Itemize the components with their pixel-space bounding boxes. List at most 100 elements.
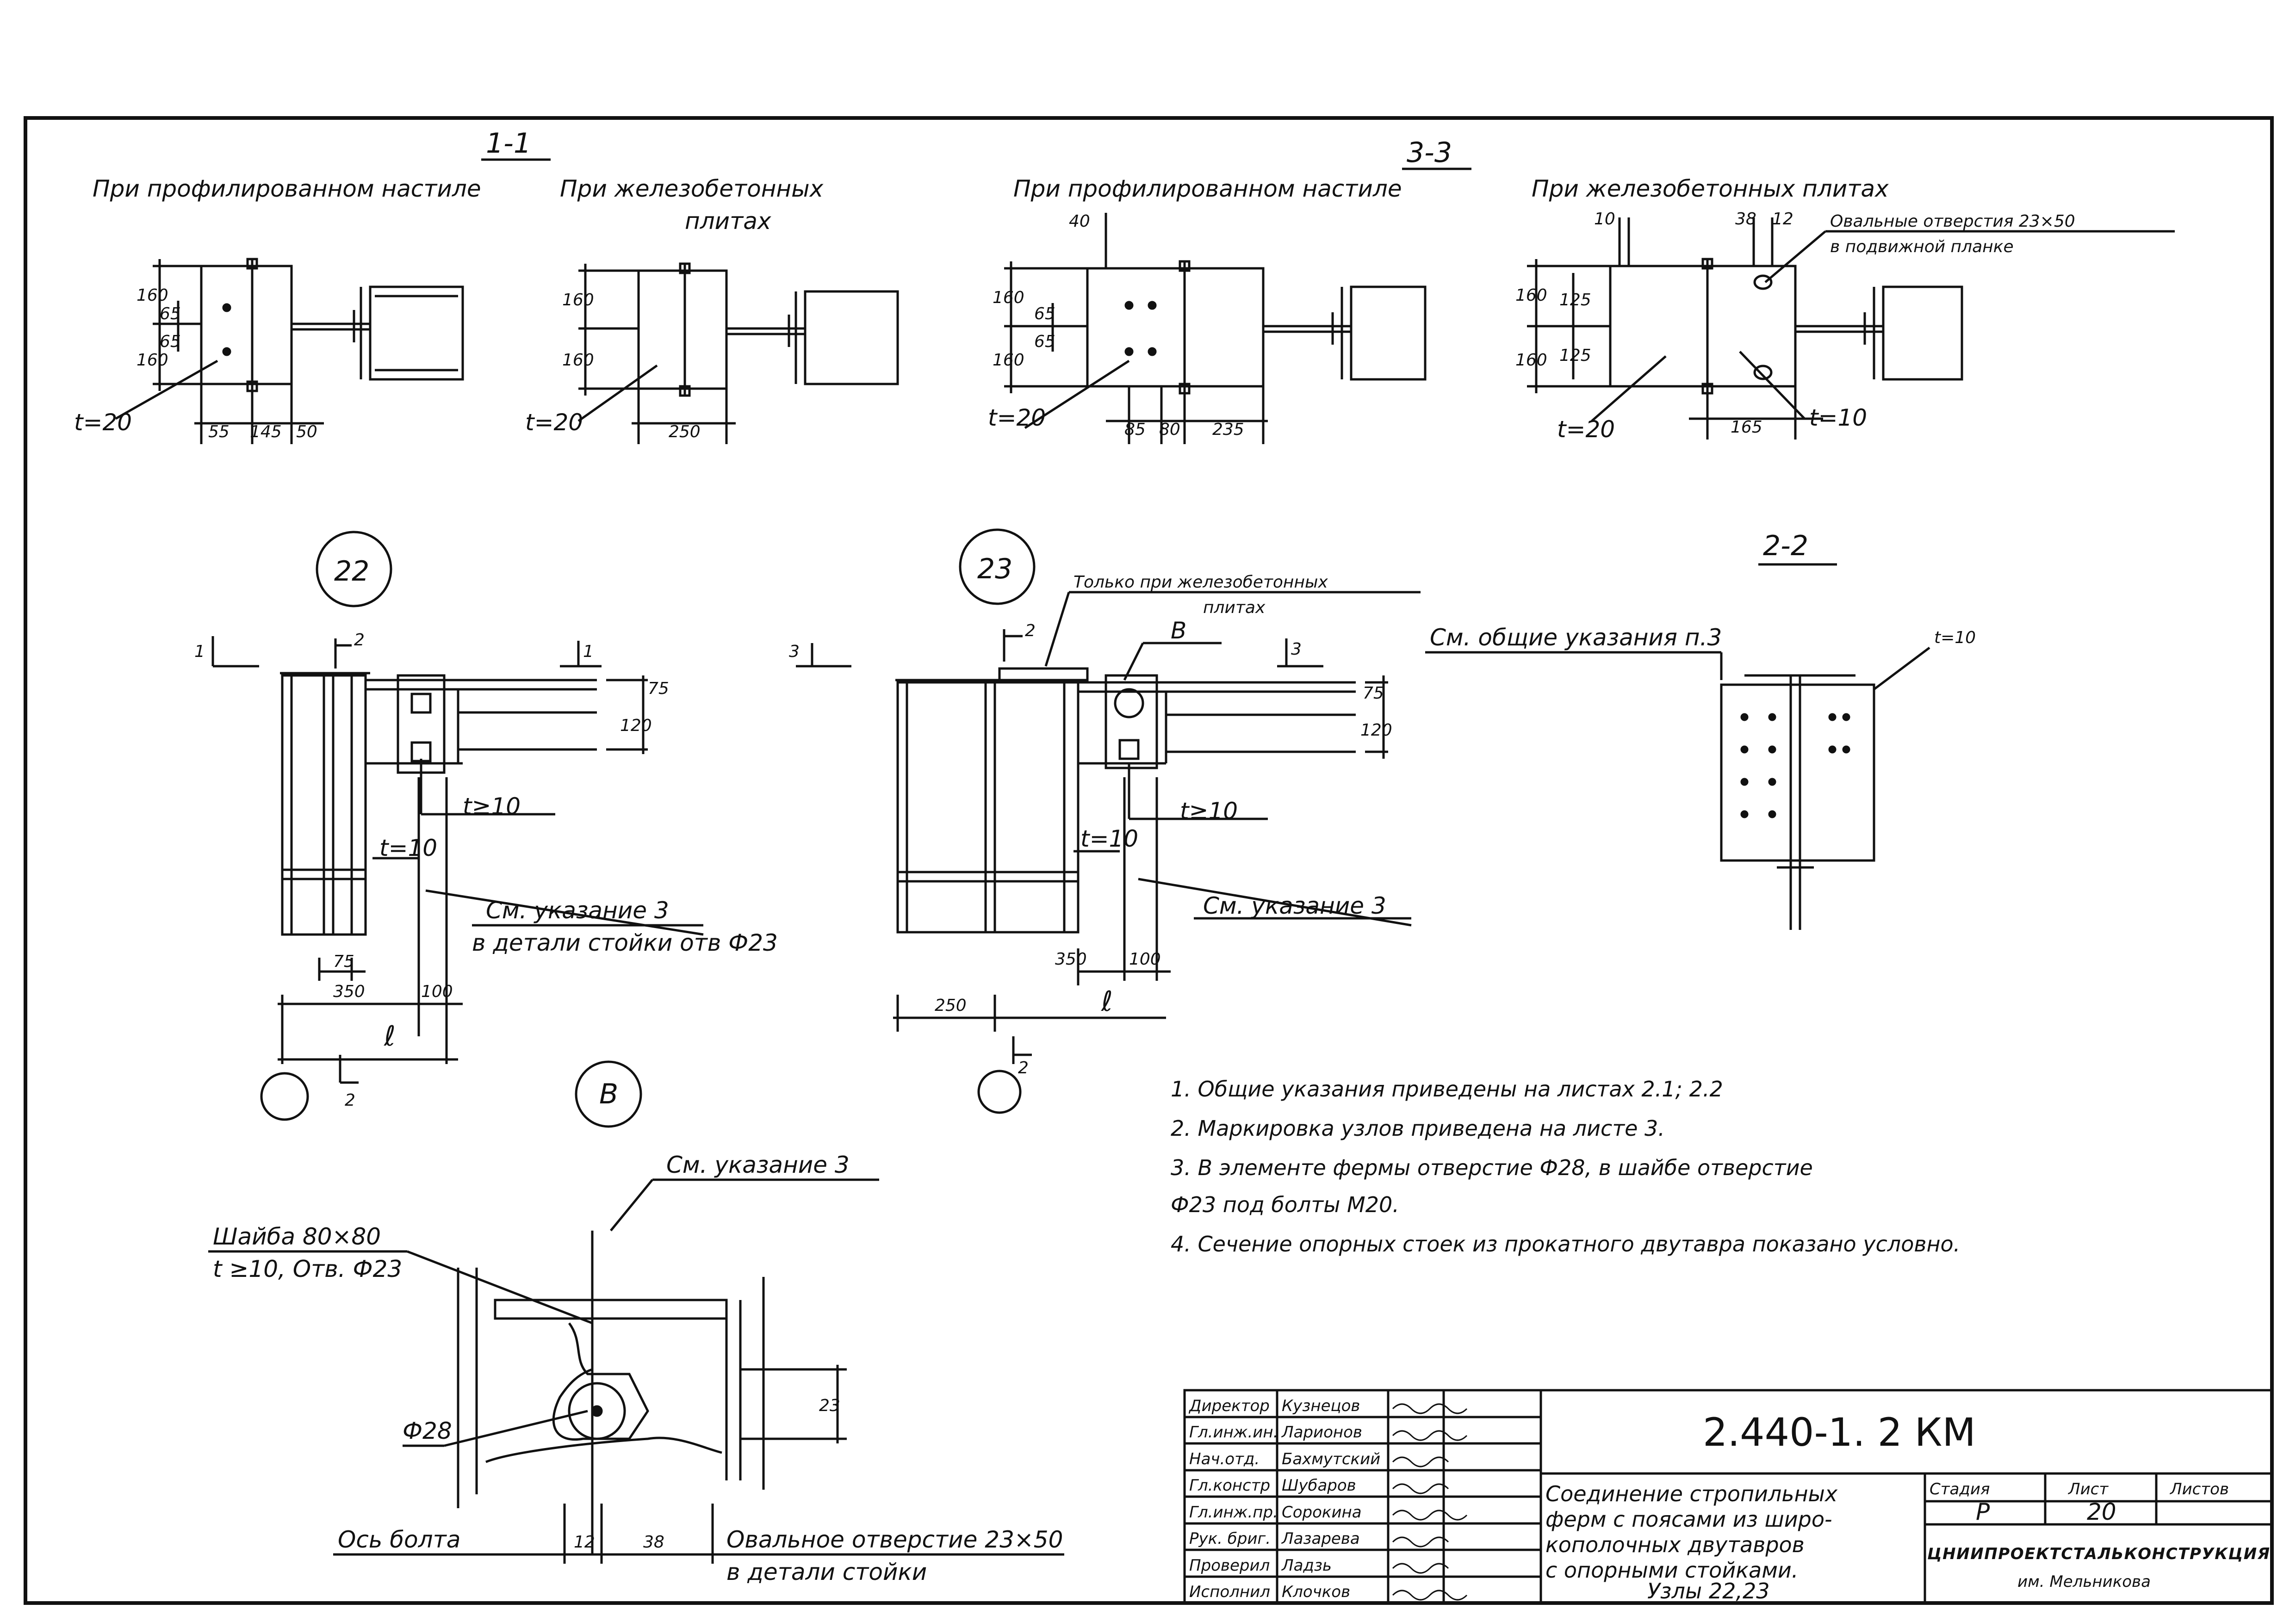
n23-bmark: В — [1171, 617, 1186, 644]
n22-dim-l: ℓ — [384, 1020, 396, 1052]
drawing-frame — [24, 116, 2274, 1605]
s33l-b2: 80 — [1159, 420, 1180, 439]
tb-stage: Р — [1976, 1498, 1990, 1525]
tb-role-0: Директор — [1188, 1397, 1270, 1415]
tb-role-4: Гл.инж.пр. — [1189, 1503, 1278, 1522]
s33r-top3: 12 — [1772, 210, 1793, 229]
note-3: 3. В элементе фермы отверстие Ф28, в шай… — [1171, 1155, 1813, 1180]
nb-dim-c: 38 — [643, 1533, 664, 1552]
node-23: 23 Только при железобетонных плитах В 3 … — [789, 528, 1421, 1114]
tb-org-1: ЦНИИПРОЕКТСТАЛЬКОНСТРУКЦИЯ — [1927, 1545, 2270, 1563]
s33-right-caption: При железобетонных плитах — [1532, 175, 1889, 202]
s33-oval-1: Овальные отверстия 23×50 — [1830, 212, 2075, 231]
s33-left-column — [1350, 285, 1427, 381]
s11r-d1: 160 — [562, 291, 594, 310]
tb-role-6: Проверил — [1189, 1556, 1270, 1575]
tb-name-3: Шубаров — [1282, 1476, 1356, 1495]
section-3-3: 3-3 При профилированном настиле При желе… — [988, 136, 2175, 444]
n22-dim-a: 120 — [620, 716, 652, 735]
n23-dim-b: 75 — [1363, 684, 1384, 703]
s11l-d2: 160 — [137, 351, 168, 370]
n23-cut2b: 2 — [1018, 1059, 1029, 1077]
tb-name-0: Кузнецов — [1282, 1397, 1360, 1415]
s11l-d4: 65 — [160, 332, 181, 351]
n23-cut2: 2 — [1025, 621, 1036, 640]
n23-dim-c: 350 — [1055, 950, 1087, 969]
node-23-label: 23 — [977, 553, 1012, 585]
n23-connection-plate — [1105, 674, 1158, 769]
s33r-t2: t=10 — [1809, 404, 1867, 431]
tb-name-4: Сорокина — [1282, 1503, 1362, 1522]
s11l-b2: 145 — [250, 422, 282, 441]
n22-t2: t=10 — [379, 835, 437, 861]
s33r-d3: 125 — [1559, 291, 1591, 310]
node-22: 22 1 1 2 2 120 7 — [194, 531, 778, 1121]
tb-name-line-2: ферм с поясами из широ- — [1545, 1507, 1832, 1532]
s33r-b1: 165 — [1731, 418, 1762, 437]
s11r-t: t=20 — [525, 409, 583, 436]
title-block: Директор Кузнецов Гл.инж.ин. Ларионов На… — [1183, 1389, 2273, 1604]
n22-dim-b: 75 — [648, 679, 669, 698]
tb-name-6: Ладзь — [1281, 1556, 1332, 1575]
n23-column — [896, 681, 1080, 934]
nb-washer-1: Шайба 80×80 — [213, 1223, 381, 1250]
n22-dim-c: 75 — [333, 952, 354, 971]
nb-dim-b: 12 — [574, 1533, 595, 1552]
section-2-2: 2-2 См. общие указания п.3 t=10 — [1425, 530, 1976, 930]
s22-t: t=10 — [1934, 628, 1976, 647]
tb-name-line-5: Узлы 22,23 — [1647, 1579, 1770, 1603]
tb-name-7: Клочков — [1282, 1583, 1350, 1601]
tb-role-5: Рук. бриг. — [1189, 1529, 1271, 1548]
section-1-1-title: 1-1 — [486, 127, 531, 160]
n23-dim-a: 120 — [1360, 721, 1392, 740]
n22-t1: t≥10 — [463, 793, 521, 820]
s33l-d1: 160 — [993, 288, 1024, 307]
tb-doc-number: 2.440-1. 2 КМ — [1703, 1410, 1976, 1455]
n23-only-2: плитах — [1203, 598, 1266, 617]
s22-note: См. общие указания п.3 — [1430, 624, 1722, 651]
n22-cut2: 2 — [354, 631, 365, 650]
tb-role-3: Гл.констр — [1189, 1476, 1270, 1495]
nb-oval-2: в детали стойки — [726, 1559, 927, 1585]
section-1-1: 1-1 При профилированном настиле При желе… — [74, 127, 899, 444]
tb-name-1: Ларионов — [1281, 1423, 1362, 1442]
nb-dim-a: 23 — [819, 1396, 840, 1415]
s33l-top: 40 — [1069, 212, 1090, 231]
s33l-t: t=20 — [988, 404, 1046, 431]
tb-role-7: Исполнил — [1189, 1583, 1270, 1601]
nb-ref: См. указание 3 — [666, 1151, 850, 1178]
n23-t1: t≥10 — [1180, 798, 1238, 824]
s11-left-column — [369, 285, 464, 381]
tb-name-5: Лазарева — [1281, 1529, 1360, 1548]
s11r-b1: 250 — [669, 422, 701, 441]
s11l-b3: 50 — [296, 422, 317, 441]
nb-axis: Ось болта — [338, 1526, 460, 1553]
nb-oval-1: Овальное отверстие 23×50 — [726, 1526, 1063, 1553]
general-notes: 1. Общие указания приведены на листах 2.… — [1171, 1077, 1960, 1257]
n23-dim-e: 250 — [935, 996, 967, 1015]
node-b: В См. указание 3 Шайба 80×80 t ≥10, Отв.… — [208, 1060, 1064, 1585]
section-2-2-title: 2-2 — [1763, 530, 1808, 562]
s33l-b3: 235 — [1212, 420, 1244, 439]
n23-dim-d: 100 — [1129, 950, 1161, 969]
s33r-top2: 38 — [1735, 210, 1756, 229]
n22-ref-1: См. указание 3 — [486, 897, 669, 924]
s11l-t: t=20 — [74, 409, 132, 436]
n22-cut1b: 1 — [583, 642, 594, 661]
s11l-b1: 55 — [208, 422, 230, 441]
s11l-d3: 65 — [160, 304, 181, 323]
tb-sheet-header: Лист — [2067, 1480, 2109, 1498]
s33l-b1: 85 — [1124, 420, 1146, 439]
n23-t2: t=10 — [1080, 825, 1138, 852]
note-1: 1. Общие указания приведены на листах 2.… — [1171, 1077, 1723, 1102]
s33r-d1: 160 — [1515, 286, 1547, 305]
n23-ref-1: См. указание 3 — [1203, 892, 1386, 919]
s33l-d2: 160 — [993, 351, 1024, 370]
tb-org-2: им. Мельникова — [2017, 1572, 2151, 1591]
note-2: 2. Маркировка узлов приведена на листе 3… — [1171, 1116, 1665, 1141]
tb-sheet: 20 — [2087, 1498, 2116, 1525]
tb-name-line-3: кополочных двутавров — [1545, 1532, 1805, 1557]
note-4: 4. Сечение опорных стоек из прокатного д… — [1171, 1232, 1960, 1257]
n22-cut2b: 2 — [345, 1091, 355, 1110]
